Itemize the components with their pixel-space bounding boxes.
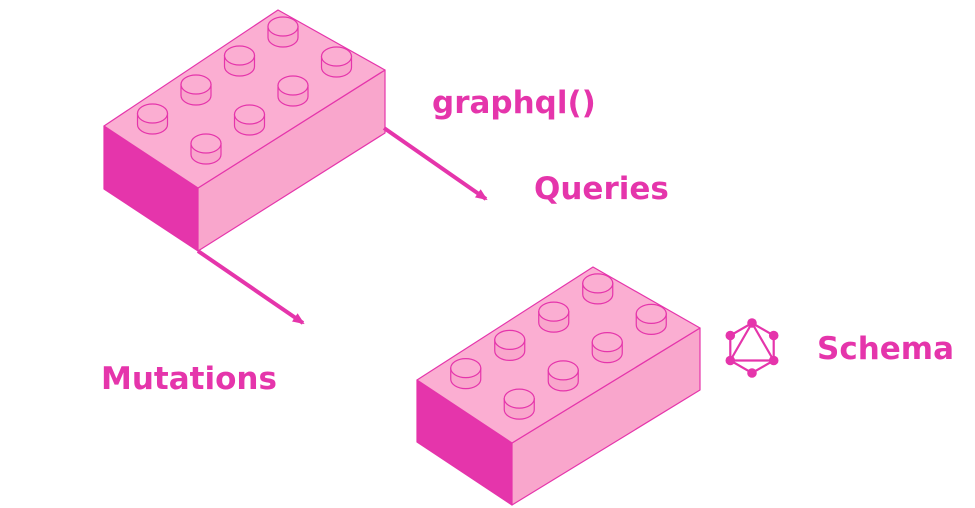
- brick-stud: [450, 358, 482, 390]
- brick-stud: [233, 104, 266, 136]
- brick-stud: [190, 133, 222, 165]
- brick-stud: [136, 103, 169, 135]
- brick-stud: [223, 45, 256, 77]
- brick-stud: [547, 360, 579, 392]
- brick-stud: [591, 332, 623, 364]
- mutations-label: Mutations: [101, 361, 277, 397]
- bottom-right-brick: [416, 266, 701, 506]
- brick-top-face: [103, 9, 386, 189]
- graphql-logo-icon: [725, 318, 779, 378]
- brick-stud: [277, 75, 309, 107]
- brick-stud: [582, 273, 614, 305]
- arrow-to-mutations: [196, 249, 305, 325]
- brick-stud: [494, 329, 526, 361]
- brick-stud: [503, 388, 535, 420]
- brick-stud: [635, 303, 667, 335]
- brick-stud: [180, 74, 212, 106]
- brick-top-face: [416, 266, 701, 444]
- top-left-brick: [103, 9, 386, 252]
- brick-stud: [320, 46, 353, 78]
- graphql-label: graphql(): [432, 85, 596, 121]
- brick-stud: [538, 301, 570, 333]
- queries-label: Queries: [534, 171, 669, 207]
- brick-stud: [267, 16, 299, 48]
- arrow-to-queries: [382, 126, 488, 201]
- schema-label: Schema: [817, 331, 955, 367]
